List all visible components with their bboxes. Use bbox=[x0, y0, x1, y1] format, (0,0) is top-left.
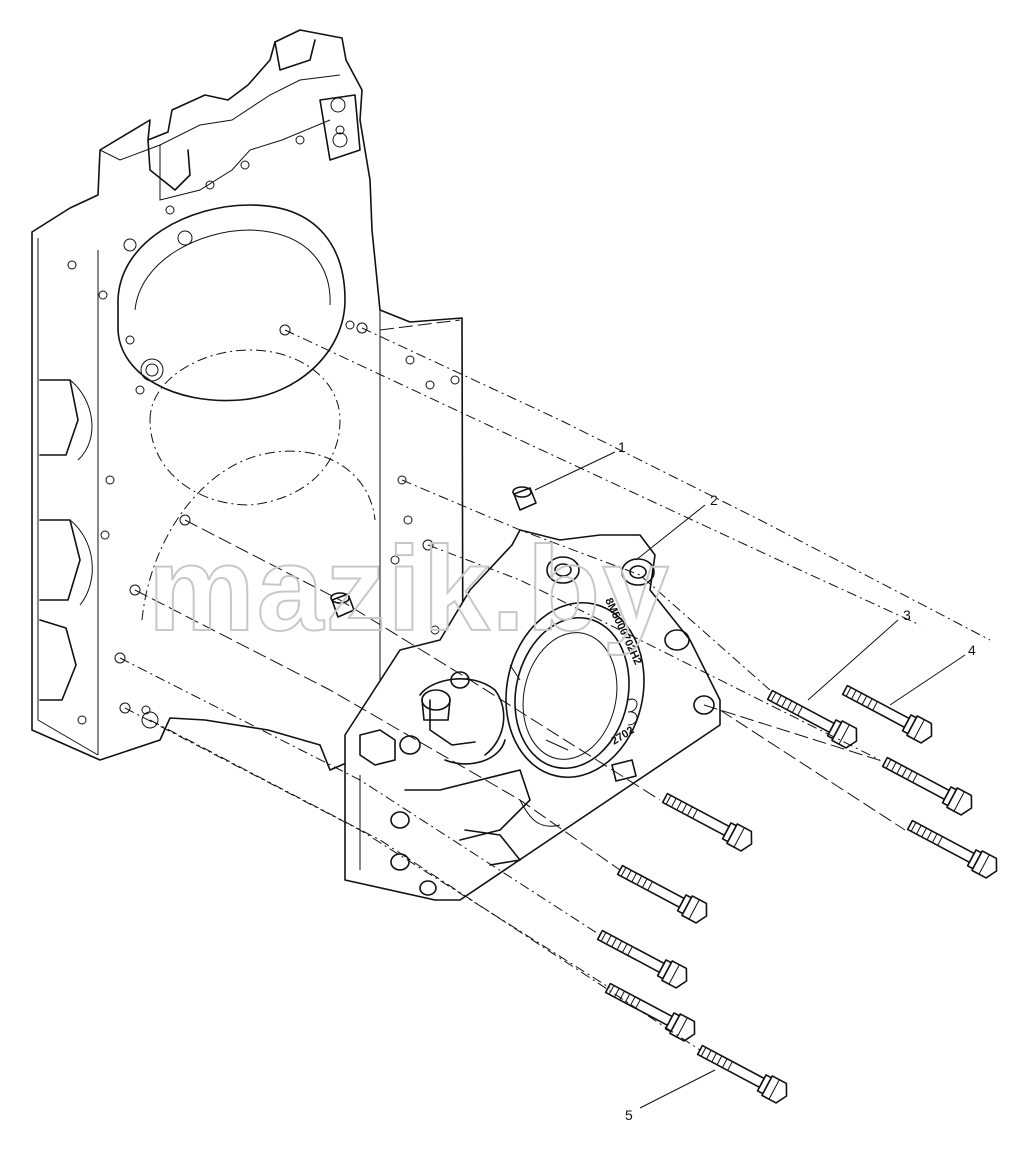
callout-2: 2 bbox=[635, 492, 718, 561]
callout-label-2: 2 bbox=[710, 492, 718, 508]
callout-label-4: 4 bbox=[968, 642, 976, 658]
bolt-bottom-1 bbox=[594, 924, 693, 992]
callout-3: 3 bbox=[807, 607, 911, 701]
bolt-right-lower bbox=[904, 814, 1003, 882]
callout-5: 5 bbox=[625, 1069, 716, 1123]
callout-label-1: 1 bbox=[618, 439, 626, 455]
assembly-center-lines bbox=[119, 327, 991, 1051]
bolt-right-middle bbox=[879, 751, 978, 819]
callout-4: 4 bbox=[889, 642, 976, 706]
housing-bolt-holes bbox=[67, 97, 460, 729]
front-cover-assembly bbox=[344, 529, 721, 901]
dowel-pin-lower bbox=[330, 592, 355, 618]
callout-label-5: 5 bbox=[625, 1107, 633, 1123]
watermark: mazik.by bbox=[148, 522, 671, 656]
callout-1: 1 bbox=[534, 439, 626, 491]
engine-front-housing bbox=[31, 29, 464, 771]
bolt-bottom-2 bbox=[602, 977, 701, 1045]
bolt-center-lower bbox=[614, 859, 713, 927]
bolt-center-upper bbox=[659, 787, 758, 855]
callout-label-3: 3 bbox=[903, 607, 911, 623]
dowel-pin-upper bbox=[512, 486, 537, 511]
